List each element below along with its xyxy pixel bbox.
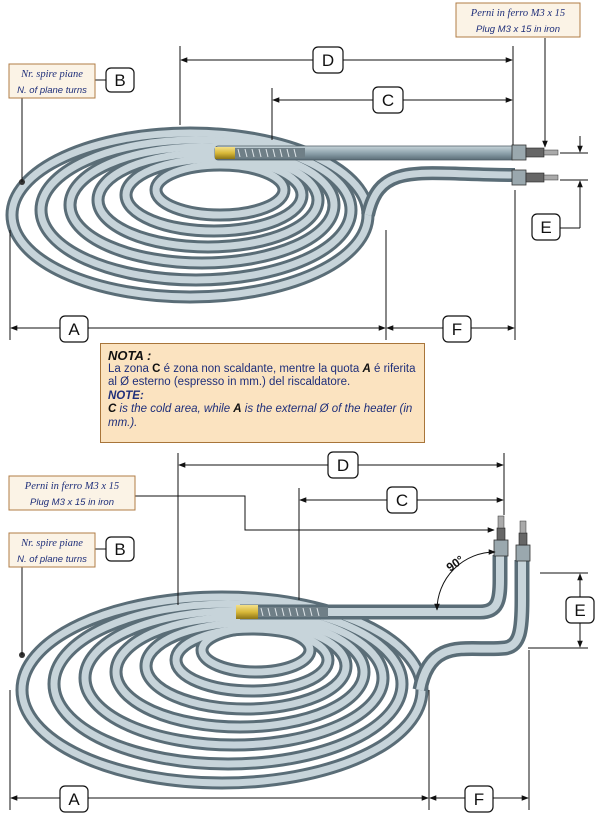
note-title-en: NOTE: bbox=[108, 389, 144, 402]
top-dim-c-text: C bbox=[382, 91, 394, 110]
bottom-angle-label: 90° bbox=[444, 552, 467, 574]
top-dim-a-tag: A bbox=[59, 315, 89, 343]
top-dim-a-text: A bbox=[68, 320, 80, 339]
bottom-dim-b-text: B bbox=[114, 540, 125, 559]
top-dim-b-text: B bbox=[114, 71, 125, 90]
bottom-terminals bbox=[493, 515, 531, 562]
bottom-dim-d-tag: D bbox=[327, 451, 359, 479]
bottom-dim-f-text: F bbox=[474, 790, 484, 809]
bottom-dim-b-tag: B bbox=[105, 536, 135, 562]
top-turns-label-en: N. of plane turns bbox=[17, 85, 87, 96]
bottom-dim-d-text: D bbox=[337, 456, 349, 475]
bottom-turns-label-it: Nr. spire piane bbox=[20, 538, 83, 549]
bottom-pins-label-it: Perni in ferro M3 x 15 bbox=[24, 481, 119, 492]
bottom-dim-f-tag: F bbox=[464, 785, 494, 813]
bottom-dim-e-text: E bbox=[574, 601, 585, 620]
top-dim-c-tag: C bbox=[372, 86, 404, 114]
top-dim-e-tag: E bbox=[531, 213, 561, 241]
bottom-dim-e-tag: E bbox=[565, 596, 595, 624]
top-turns-label-it: Nr. spire piane bbox=[20, 69, 83, 80]
top-dim-d-text: D bbox=[322, 51, 334, 70]
note-text-en: C is the cold area, while A is the exter… bbox=[108, 403, 413, 429]
bottom-dimensions bbox=[9, 453, 588, 810]
top-heater bbox=[5, 126, 559, 304]
top-turns-label: Nr. spire piane N. of plane turns bbox=[8, 63, 96, 99]
bottom-dim-a-tag: A bbox=[59, 785, 89, 813]
top-dim-f-text: F bbox=[452, 320, 462, 339]
note-text-it: La zona C é zona non scaldante, mentre l… bbox=[108, 362, 416, 389]
top-dim-d-tag: D bbox=[312, 46, 344, 74]
bottom-dim-c-tag: C bbox=[386, 486, 418, 514]
top-pins-label: Perni in ferro M3 x 15 Plug M3 x 15 in i… bbox=[455, 2, 581, 38]
bottom-turns-label: Nr. spire piane N. of plane turns bbox=[8, 532, 96, 568]
bottom-turns-label-en: N. of plane turns bbox=[17, 554, 87, 565]
bottom-pins-label-en: Plug M3 x 15 in iron bbox=[30, 497, 114, 508]
bottom-pins-label: Perni in ferro M3 x 15 Plug M3 x 15 in i… bbox=[8, 475, 136, 511]
top-pins-label-en: Plug M3 x 15 in iron bbox=[476, 24, 560, 35]
top-dim-e-text: E bbox=[540, 218, 551, 237]
bottom-dim-c-text: C bbox=[396, 491, 408, 510]
top-terminals bbox=[511, 144, 559, 186]
note-box: NOTA : La zona C é zona non scaldante, m… bbox=[100, 343, 425, 443]
top-pins-label-it: Perni in ferro M3 x 15 bbox=[470, 8, 565, 19]
note-title-it: NOTA : bbox=[108, 348, 152, 363]
top-dim-b-tag: B bbox=[105, 67, 135, 93]
top-dim-f-tag: F bbox=[442, 315, 472, 343]
bottom-dim-a-text: A bbox=[68, 790, 80, 809]
bottom-heater bbox=[15, 515, 531, 790]
